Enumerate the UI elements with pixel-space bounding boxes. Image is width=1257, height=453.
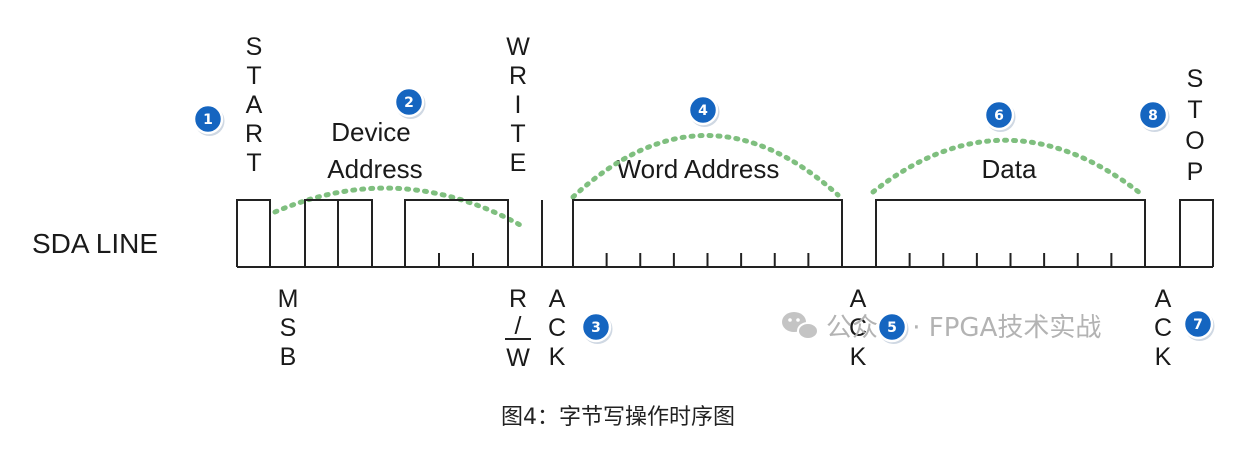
data-label: Data <box>982 154 1037 184</box>
sda-waveform <box>236 199 1214 268</box>
badge-number: 5 <box>887 320 897 336</box>
badge-number: 7 <box>1193 317 1203 333</box>
word-address-label: Word Address <box>617 154 780 184</box>
bit-ticks <box>438 253 1113 267</box>
word-address-block <box>572 199 843 267</box>
arc-word-address <box>570 133 841 200</box>
badge-6: 6 <box>983 99 1016 132</box>
badge-number: 4 <box>698 103 708 119</box>
device-label-line1: Device <box>331 117 410 147</box>
rw-r: R <box>509 285 527 313</box>
badge-7: 7 <box>1182 308 1215 341</box>
badge-number: 8 <box>1148 108 1158 124</box>
badge-number: 1 <box>203 112 213 128</box>
badge-1: 1 <box>192 103 225 136</box>
badge-number: 6 <box>994 108 1004 124</box>
data-block <box>875 199 1146 267</box>
arc-device-address <box>272 185 525 229</box>
wechat-icon <box>782 312 819 340</box>
figure-caption: 图4：字节写操作时序图 <box>501 405 735 430</box>
sda-line-label: SDA LINE <box>32 228 158 259</box>
step-badges: 1 2 3 4 5 6 7 8 <box>192 86 1215 344</box>
badge-3: 3 <box>580 311 613 344</box>
device-bit-1 <box>304 199 339 267</box>
stop-bit <box>1179 199 1214 267</box>
badge-5: 5 <box>876 311 909 344</box>
badge-number: 3 <box>591 320 601 336</box>
start-bit <box>236 199 271 267</box>
badge-2: 2 <box>393 86 426 119</box>
device-label-line2: Address <box>327 154 422 184</box>
device-bit-2 <box>338 199 373 267</box>
watermark-text: 公众号 · FPGA技术实战 <box>826 313 1101 343</box>
badge-number: 2 <box>404 95 414 111</box>
arc-data <box>870 137 1143 196</box>
rw-slash: / <box>515 312 522 340</box>
rw-w: W <box>506 344 530 372</box>
badge-8: 8 <box>1137 99 1170 132</box>
watermark: 公众号 · FPGA技术实战 <box>782 312 1101 343</box>
badge-4: 4 <box>687 94 720 127</box>
device-bits-block <box>404 199 509 267</box>
